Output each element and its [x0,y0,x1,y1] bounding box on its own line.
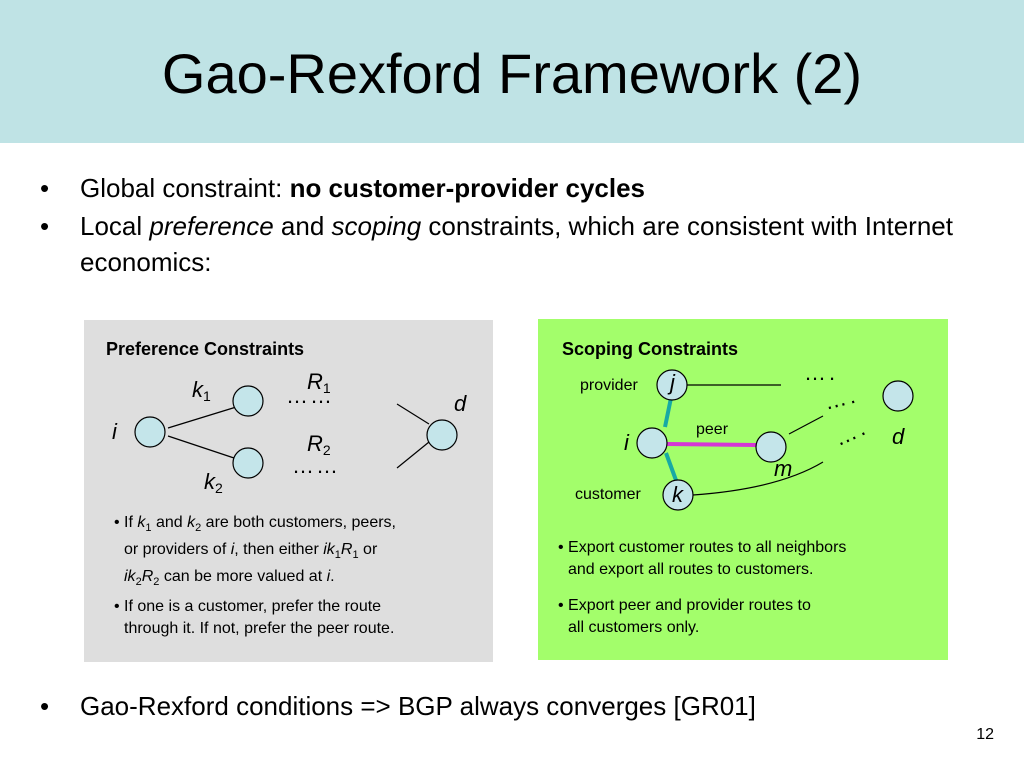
scoping-note-2: • Export peer and provider routes to all… [558,597,811,636]
label-i: i [112,419,117,444]
label-r1: R1 [307,369,331,397]
label-r2: R2 [307,431,331,459]
dots-upper: …… [286,383,334,408]
edge-i-k2 [167,435,247,463]
label-d: d [892,424,905,449]
scoping-note-1: • Export customer routes to all neighbor… [558,539,847,578]
bullet-text: and [273,211,332,241]
preference-diagram [134,385,458,479]
label-k1: k1 [192,377,211,405]
preference-constraints-panel: Preference Constraints k1 i k2 R1 R2 d …… [84,320,493,662]
dots-top: …. [804,360,839,385]
edge-to-d-upper [396,403,430,425]
node-d [426,419,458,451]
bullet-bold: no customer-provider cycles [289,173,646,203]
label-m: m [774,456,793,481]
edge-m-upstream [788,415,824,435]
page-number: 12 [976,726,994,743]
label-d: d [454,391,467,416]
edge-i-m-peer [666,442,757,447]
edge-i-k-customer [664,452,679,484]
label-j: j [670,370,675,395]
slide-title: Gao-Rexford Framework (2) [161,42,863,105]
bullet-text: constraints, which are consistent with I… [80,211,953,277]
node-i [636,427,668,459]
scoping-diagram [636,369,914,511]
top-bullets: • Global constraint: no customer-provide… [40,170,1000,282]
node-d [882,380,914,412]
label-i: i [624,430,629,455]
panel-title: Scoping Constraints [562,339,739,359]
label-k2: k2 [204,469,223,497]
bullet-local-constraints: • Local preference and scoping constrain… [40,211,953,277]
preference-note-1: • If k1 and k2 are both customers, peers… [114,514,396,589]
title-bar [0,0,1024,143]
bullet-global-constraint: • Global constraint: no customer-provide… [40,173,646,203]
label-peer: peer [696,421,729,438]
edge-i-k1 [167,403,247,429]
bullet-italic-scoping: scoping [331,211,422,241]
node-k [662,479,694,511]
bullet-prefix: Global constraint: [80,173,290,203]
edge-k-upstream [692,461,824,496]
preference-note-2: • If one is a customer, prefer the route… [114,598,395,637]
dots-lower: …… [292,453,340,478]
node-m [755,431,787,463]
node-j [656,369,688,401]
bullet-text: Local [80,211,150,241]
label-provider: provider [580,377,638,394]
node-k1 [232,385,264,417]
scoping-constraints-panel: Scoping Constraints provider peer custom… [538,319,948,660]
bottom-bullet-text: Gao-Rexford conditions => BGP always con… [80,691,756,721]
node-i [134,416,166,448]
bullet-italic-preference: preference [149,211,274,241]
node-k2 [232,447,264,479]
edge-to-d-lower [396,441,430,469]
panel-title: Preference Constraints [106,339,305,359]
label-k: k [672,482,683,507]
bottom-bullet: • Gao-Rexford conditions => BGP always c… [40,688,1000,726]
label-customer: customer [575,486,641,503]
